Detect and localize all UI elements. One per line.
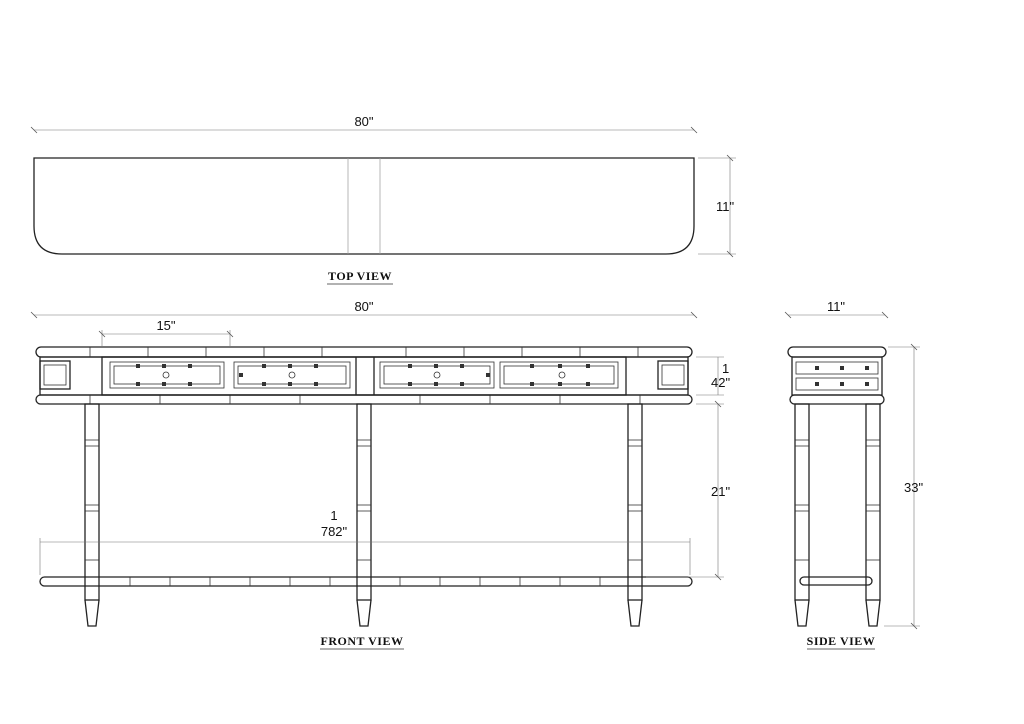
drawer-bay bbox=[101, 356, 627, 396]
leg-height-label: 21" bbox=[711, 484, 730, 499]
drawer-3-knob bbox=[433, 371, 441, 379]
drawer-1-knob bbox=[162, 371, 170, 379]
top-view-title: TOP VIEW bbox=[328, 269, 392, 283]
front-width-label: 80" bbox=[354, 299, 373, 314]
apron-height-label-line2: 42" bbox=[711, 375, 730, 390]
stretcher-length-label-line2: 782" bbox=[321, 524, 348, 539]
drawer-4-knob bbox=[558, 371, 566, 379]
drawer-frame-nodes bbox=[136, 364, 590, 386]
front-leg-center bbox=[356, 403, 372, 627]
front-apron bbox=[39, 356, 689, 396]
side-top-rail bbox=[787, 346, 887, 358]
front-bottom-rail bbox=[35, 394, 693, 405]
front-stretcher bbox=[39, 576, 693, 587]
front-left-end-panel bbox=[39, 360, 71, 390]
front-view-title: FRONT VIEW bbox=[321, 634, 404, 648]
front-view: 80" 15" bbox=[30, 299, 730, 650]
stretcher-length-label-line1: 1 bbox=[330, 508, 337, 523]
side-apron bbox=[791, 356, 883, 396]
front-leg-right bbox=[627, 403, 643, 627]
apron-height-label-line1: 1 bbox=[722, 361, 729, 376]
top-surface-outline bbox=[33, 157, 695, 255]
side-leg-back bbox=[865, 403, 881, 627]
side-view: 11" 33" SIDE V bbox=[784, 299, 923, 650]
side-bottom-rail bbox=[789, 394, 885, 405]
top-view: 80" 11" TOP VIEW bbox=[30, 114, 736, 285]
drawer-1 bbox=[109, 361, 225, 389]
side-leg-front bbox=[794, 403, 810, 627]
side-view-title: SIDE VIEW bbox=[807, 634, 876, 648]
top-depth-label: 11" bbox=[716, 199, 734, 214]
drawer-width-label: 15" bbox=[156, 318, 175, 333]
front-top-rail bbox=[35, 346, 693, 358]
side-height-label: 33" bbox=[904, 480, 923, 495]
front-leg-left bbox=[84, 403, 100, 627]
top-width-label: 80" bbox=[354, 114, 373, 129]
side-depth-label: 11" bbox=[827, 299, 845, 314]
front-right-end-panel bbox=[657, 360, 689, 390]
drawer-2-knob bbox=[288, 371, 296, 379]
rail-nodes bbox=[89, 347, 641, 404]
side-stretcher bbox=[799, 576, 873, 586]
